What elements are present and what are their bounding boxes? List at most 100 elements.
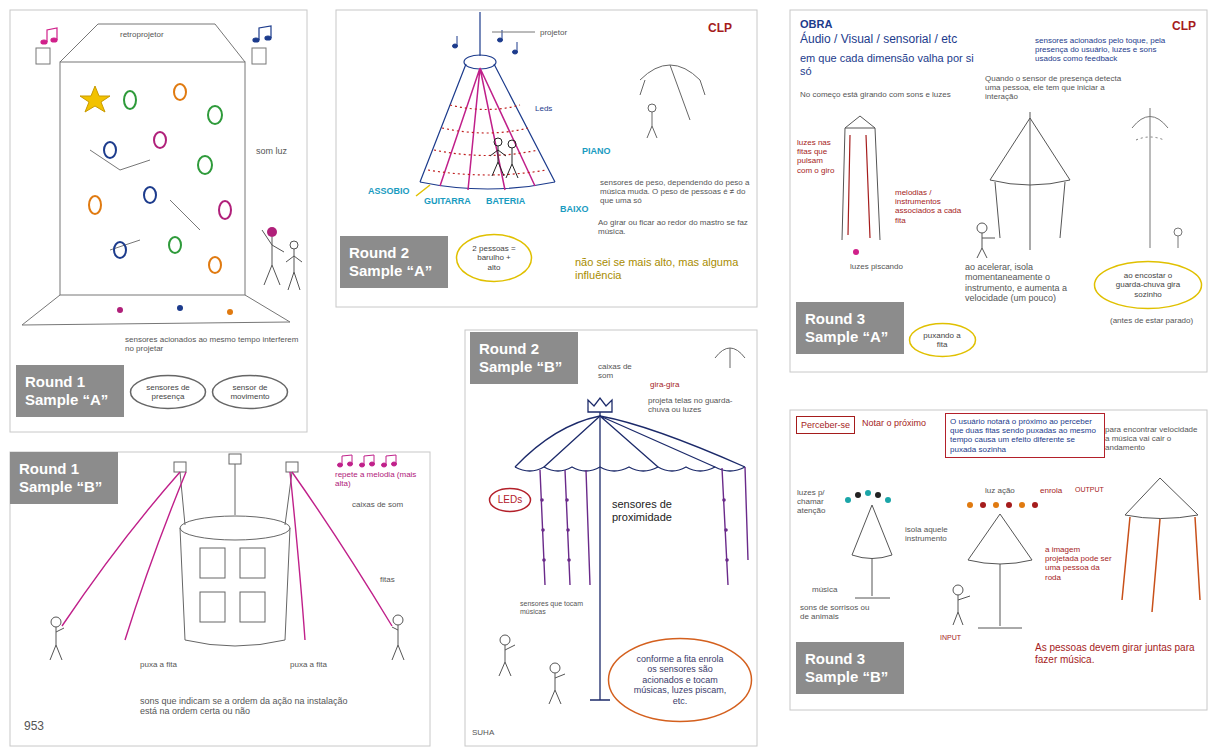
music-notes xyxy=(517,42,518,52)
node-text: Round 2 Sample “A” xyxy=(349,244,439,280)
handwritten-note: caixas de som xyxy=(598,362,643,380)
floor-sensors xyxy=(117,307,123,313)
floor-sensors xyxy=(227,309,233,315)
handwritten-note: retroprojetor xyxy=(120,30,164,39)
wall-sketch xyxy=(252,48,266,64)
led-dots xyxy=(428,170,546,175)
led-dots xyxy=(566,528,570,532)
photo-panel xyxy=(465,330,757,746)
music-notes xyxy=(253,38,259,42)
umbrella-sketch xyxy=(953,595,970,625)
wall-sketch xyxy=(22,295,290,325)
handwritten-note: BAIXO xyxy=(560,204,589,214)
handwritten-note: ao acelerar, isola momentaneamente o ins… xyxy=(965,262,1085,303)
led-dots xyxy=(540,498,729,562)
climbing-holds xyxy=(198,156,212,174)
led-dots xyxy=(434,150,538,156)
handwritten-note: projetor xyxy=(540,28,567,37)
led-dots xyxy=(541,528,545,532)
handwritten-note: sensores de peso, dependendo do peso a m… xyxy=(600,178,750,206)
music-notes xyxy=(41,40,47,44)
round-label: Round 3 Sample “B” xyxy=(796,642,904,694)
umbrella-sketch xyxy=(590,412,610,700)
tower-sketch xyxy=(174,454,298,646)
handwritten-note: ASSOBIO xyxy=(368,186,410,196)
umbrella-sketch xyxy=(968,514,1032,628)
stick-figure xyxy=(50,627,64,660)
wall-sketch xyxy=(60,24,245,62)
umbrella-sketch xyxy=(544,416,715,467)
handwritten-note: puxa a fita xyxy=(140,660,182,669)
handwritten-note: em que cada dimensão valha por si só xyxy=(800,52,980,77)
led-dots xyxy=(450,105,520,110)
round-label: Round 3 Sample “A” xyxy=(796,302,904,354)
node-text: Round 3 Sample “A” xyxy=(805,310,895,346)
music-notes xyxy=(386,455,396,465)
handwritten-note: GUITARRA xyxy=(424,196,471,206)
tower-sketch xyxy=(174,462,186,472)
node-text: Round 1 Sample “B” xyxy=(19,460,109,496)
umbrella-ribbons xyxy=(440,68,535,190)
climbing-holds xyxy=(219,201,231,219)
leader-line xyxy=(492,32,535,33)
handwritten-note: INPUT xyxy=(940,634,961,642)
photo-panel xyxy=(10,452,430,746)
circled-note: puxando a fita xyxy=(908,322,977,358)
handwritten-note: No começo está girando com sons e luzes xyxy=(800,90,960,99)
stick-figure xyxy=(262,230,284,285)
light-dots xyxy=(855,492,861,498)
handwritten-note: sons que indicam se a ordem da ação na i… xyxy=(140,696,350,717)
node-text: LEDs xyxy=(498,494,522,506)
stick-figure xyxy=(550,663,560,673)
music-notes xyxy=(338,455,397,467)
umbrella-sketch xyxy=(990,112,1070,250)
umbrella-sketch xyxy=(990,112,1070,250)
climbing-holds xyxy=(208,106,222,124)
climbing-holds xyxy=(169,237,181,253)
led-dots xyxy=(567,558,571,562)
ribbon xyxy=(540,467,748,585)
handwritten-note: Áudio / Visual / sensorial / etc xyxy=(800,33,957,47)
ribbon xyxy=(1122,517,1200,612)
handwritten-note: a imagem projetada pode ser uma pessoa d… xyxy=(1045,545,1115,582)
led-dots xyxy=(725,558,729,562)
music-notes xyxy=(265,36,271,40)
handwritten-note: para encontrar velocidade a música vai c… xyxy=(1105,425,1200,453)
umbrella-sketch xyxy=(479,12,480,56)
small-umbrella xyxy=(640,65,705,120)
umbrella-sketch xyxy=(1132,108,1168,248)
handwritten-note: CLP xyxy=(708,22,732,36)
node-text: sensores de presença xyxy=(144,383,192,401)
stick-figure xyxy=(262,227,302,290)
umbrella-sketch xyxy=(852,478,1198,628)
handwritten-note: OBRA xyxy=(800,18,832,31)
music-notes xyxy=(259,26,271,40)
umbrella-ribbons xyxy=(440,68,535,190)
stick-figure xyxy=(490,146,506,176)
round-label: Round 2 Sample “A” xyxy=(340,236,448,288)
light-dots xyxy=(845,497,851,503)
music-notes xyxy=(370,462,375,466)
umbrella-sketch xyxy=(842,116,880,240)
stick-figure xyxy=(549,673,565,704)
climbing-holds xyxy=(174,84,186,100)
leader-line xyxy=(492,32,535,33)
handwritten-note: gira-gira xyxy=(650,380,679,389)
umbrella-sketch xyxy=(995,182,1065,238)
music-notes xyxy=(348,462,353,466)
stick-figure xyxy=(499,645,515,676)
music-notes xyxy=(253,26,271,42)
circled-note: 2 pessoas = barulho + alto xyxy=(455,233,533,283)
photo-panel xyxy=(790,410,1207,710)
circled-note: ao encostar o guarda-chuva gira sozinho xyxy=(1093,260,1203,310)
umbrella-sketch xyxy=(852,505,892,598)
light-dots xyxy=(1006,502,1012,508)
music-notes xyxy=(51,38,57,42)
oval-outline xyxy=(909,324,975,357)
highlight-circle xyxy=(416,185,430,196)
stick-figure xyxy=(267,227,277,237)
node-text: puxando a fita xyxy=(921,331,963,349)
handwritten-note: luzes nas fitas que pulsam com o giro xyxy=(797,138,837,175)
tower-sketch xyxy=(286,462,298,472)
handwritten-note: Quando o sensor de presença detecta uma … xyxy=(985,74,1135,102)
